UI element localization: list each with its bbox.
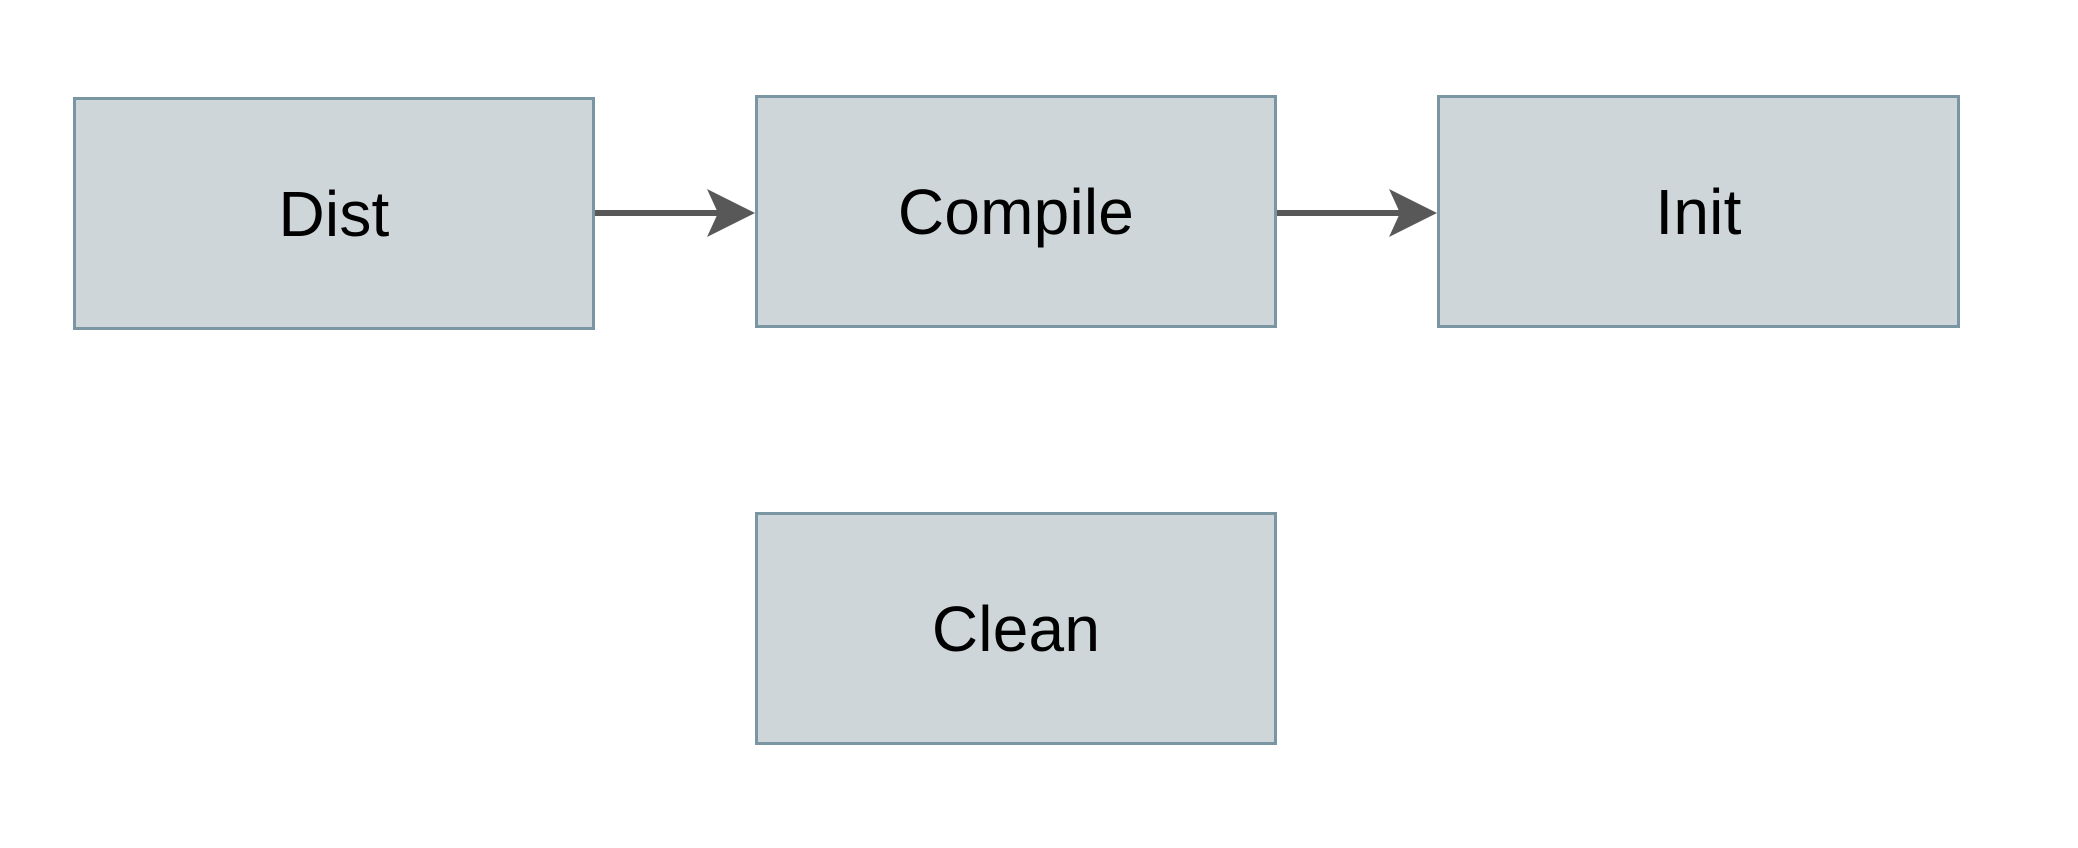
node-clean[interactable]: Clean — [755, 512, 1277, 745]
edge-compile-to-init — [1277, 189, 1437, 237]
node-init[interactable]: Init — [1437, 95, 1960, 328]
arrowhead-icon — [707, 189, 755, 237]
edge-dist-to-compile — [595, 189, 755, 237]
node-init-label: Init — [1655, 175, 1742, 248]
node-dist[interactable]: Dist — [73, 97, 595, 330]
node-compile-label: Compile — [897, 175, 1135, 248]
node-dist-label: Dist — [278, 177, 390, 250]
node-clean-label: Clean — [931, 592, 1101, 665]
node-compile[interactable]: Compile — [755, 95, 1277, 328]
arrowhead-icon — [1389, 189, 1437, 237]
